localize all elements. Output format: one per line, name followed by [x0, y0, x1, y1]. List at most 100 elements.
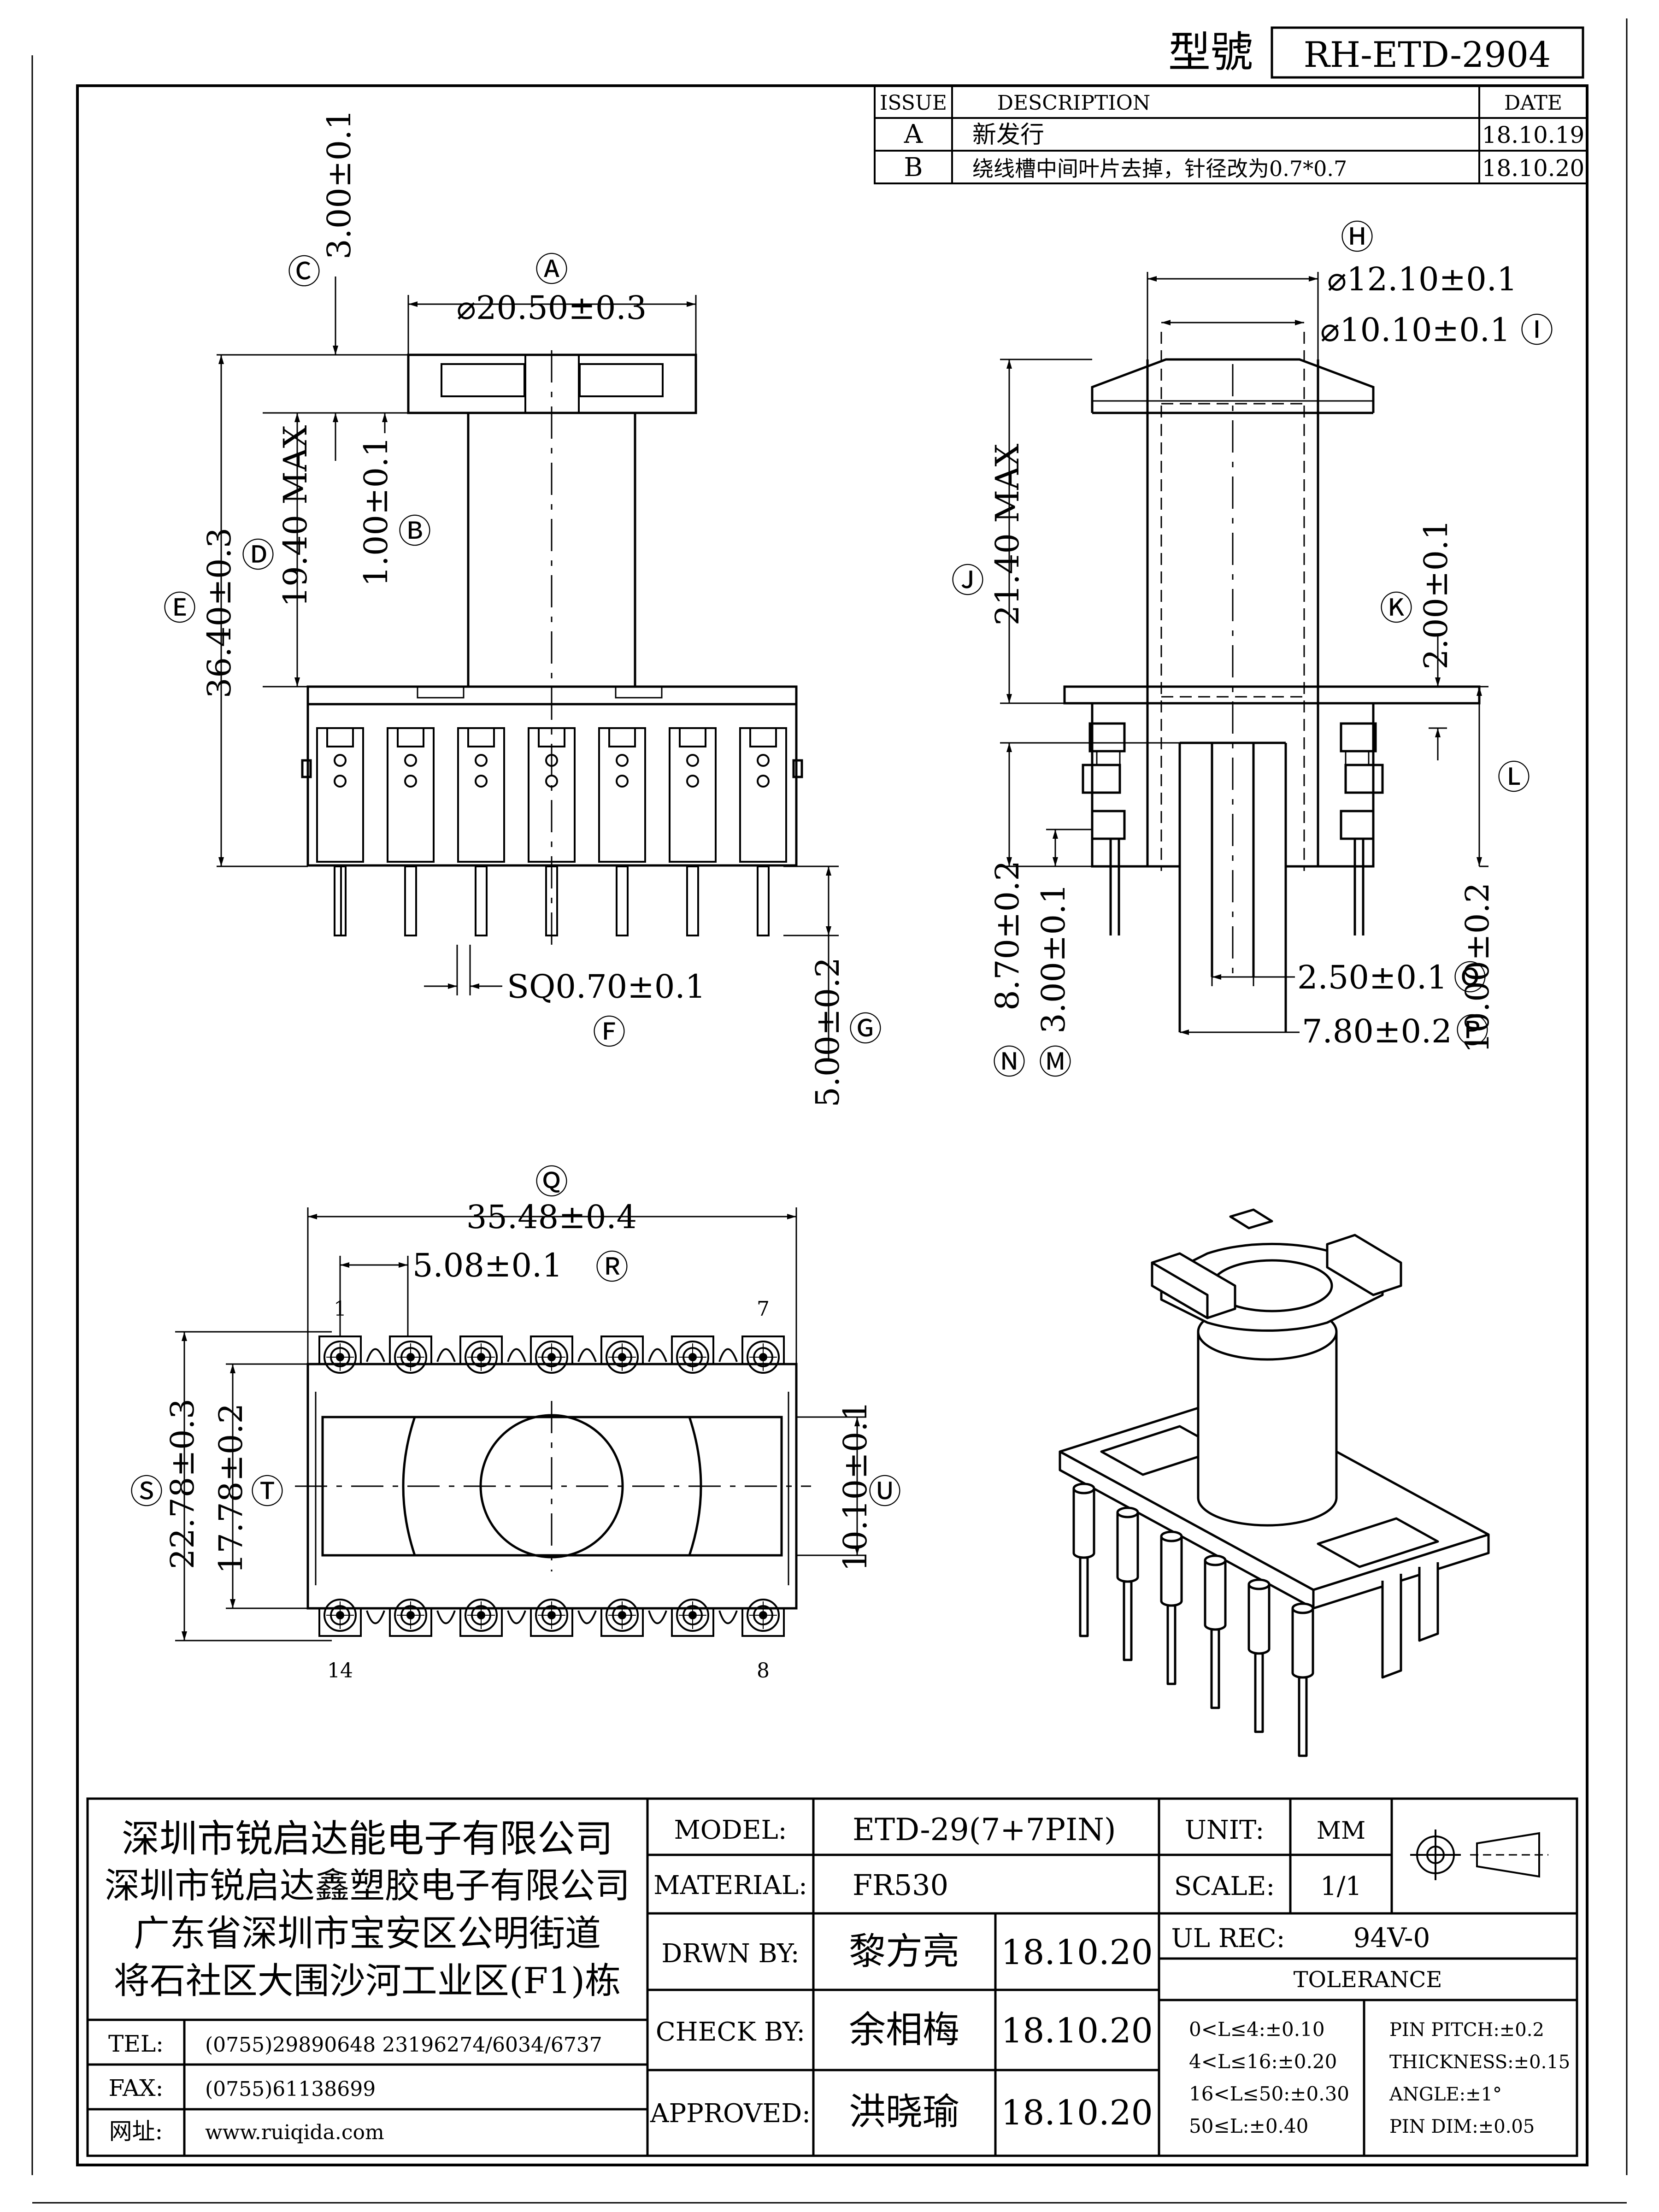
side-dim-h-text: ⌀12.10±0.1 [1327, 260, 1518, 298]
front-dim-f-ref: Ⓕ [593, 1013, 626, 1052]
front-pin-housing [598, 727, 646, 863]
bottom-pin-pad [459, 1608, 503, 1637]
front-pin [404, 865, 417, 936]
tel-value: (0755)29890648 23196274/6034/6737 [205, 2033, 602, 2057]
side-dim-j-text: 21.40 MAX [988, 443, 1026, 625]
model-header: 型號 RH-ETD-2904 [1168, 26, 1584, 79]
scale-label: SCALE: [1174, 1871, 1275, 1901]
side-dim-m-text: 3.00±0.1 [1035, 883, 1072, 1034]
projection-symbol-icon [1410, 1830, 1548, 1880]
tolerance-left-4: 50≤L:±0.40 [1189, 2115, 1308, 2137]
side-dim-i-ref: Ⓘ [1520, 311, 1553, 350]
bottom-dim-t-text: 17.78±0.2 [212, 1403, 250, 1574]
tolerance-right-2: THICKNESS:±0.15 [1389, 2052, 1570, 2073]
side-view-dimensions [1000, 272, 1488, 1035]
fax-value: (0755)61138699 [205, 2077, 376, 2101]
revision-row-b-issue: B [904, 153, 923, 182]
scale-value: 1/1 [1320, 1871, 1362, 1901]
bottom-dim-q-ref: Ⓠ [535, 1163, 568, 1201]
front-pin [686, 865, 699, 936]
approved-label: APPROVED: [650, 2099, 811, 2129]
bottom-pin-pad [600, 1335, 644, 1364]
front-pin-housing [387, 727, 435, 863]
front-dim-g-ref: Ⓖ [849, 1010, 882, 1048]
company-line-1: 深圳市锐启达能电子有限公司 [122, 1817, 613, 1861]
tolerance-left-2: 4<L≤16:±0.20 [1189, 2050, 1337, 2073]
front-dim-b-ref: Ⓑ [398, 512, 431, 551]
bottom-pin-pad [318, 1608, 362, 1637]
tolerance-right-1: PIN PITCH:±0.2 [1389, 2019, 1544, 2041]
side-dim-n-ref: Ⓝ [993, 1043, 1026, 1082]
company-line-4: 将石社区大围沙河工业区(F1)栋 [114, 1960, 621, 2002]
side-dim-o-ref: Ⓞ [1453, 959, 1487, 997]
company-line-2: 深圳市锐启达鑫塑胶电子有限公司 [105, 1865, 630, 1906]
revision-row-a-description: 新发行 [972, 121, 1044, 149]
front-dim-a-text: ⌀20.50±0.3 [457, 289, 647, 327]
bottom-pin-pad [530, 1608, 573, 1637]
tolerance-label: TOLERANCE [1294, 1967, 1442, 1993]
pin-label-8: 8 [757, 1659, 770, 1683]
ul-value: 94V-0 [1353, 1922, 1430, 1953]
revision-table: ISSUE DESCRIPTION DATE A 新发行 18.10.19 B … [874, 85, 1588, 184]
bottom-dim-s-text: 22.78±0.3 [164, 1399, 201, 1569]
fax-label: FAX: [109, 2075, 164, 2101]
front-dim-c-text: 3.00±0.1 [320, 109, 358, 259]
isometric-view [1059, 1208, 1490, 1757]
check-date: 18.10.20 [1001, 2011, 1153, 2051]
sheet-border [31, 18, 1628, 2204]
front-pin-housing [316, 727, 364, 863]
check-name: 余相梅 [849, 2008, 959, 2051]
bottom-pin-pad [530, 1335, 573, 1364]
front-pin [475, 865, 488, 936]
bottom-dim-t-ref: Ⓣ [251, 1472, 284, 1511]
front-pin [545, 865, 558, 936]
tolerance-left-1: 0<L≤4:±0.10 [1189, 2018, 1325, 2041]
web-value: www.ruiqida.com [205, 2121, 384, 2144]
ul-label: UL REC: [1171, 1924, 1285, 1953]
bottom-view-dimensions [175, 1207, 866, 1641]
company-line-3: 广东省深圳市宝安区公明街道 [134, 1913, 601, 1954]
revision-row-a-issue: A [904, 119, 923, 149]
side-dim-h-ref: Ⓗ [1341, 218, 1374, 257]
bottom-pin-pad [671, 1608, 714, 1637]
front-view-pins [316, 727, 787, 936]
material-value: FR530 [853, 1868, 948, 1902]
revision-header-issue: ISSUE [880, 91, 947, 115]
check-label: CHECK BY: [656, 2017, 805, 2047]
bottom-dim-u-text: 10.10±0.1 [836, 1401, 874, 1571]
front-view-labels: Ⓐ ⌀20.50±0.3 Ⓒ 3.00±0.1 1.00±0.1 Ⓑ 19.40… [163, 109, 882, 1107]
bottom-dim-r-text: 5.08±0.1 [412, 1247, 563, 1284]
model-header-label: 型號 [1168, 28, 1253, 77]
front-dim-a-ref: Ⓐ [535, 250, 568, 289]
model-header-value: RH-ETD-2904 [1304, 34, 1551, 75]
revision-header-description: DESCRIPTION [997, 91, 1151, 115]
revision-header-date: DATE [1504, 91, 1562, 115]
drawn-label: DRWN BY: [661, 1939, 799, 1969]
front-pin-housing [739, 727, 787, 863]
material-label: MATERIAL: [653, 1871, 807, 1900]
bottom-pin-pad [459, 1335, 503, 1364]
revision-row-a-date: 18.10.19 [1482, 122, 1585, 148]
side-dim-l-ref: Ⓛ [1497, 758, 1530, 797]
bottom-pin-pad [600, 1608, 644, 1637]
approved-name: 洪晓瑜 [849, 2090, 959, 2133]
bottom-view-pins [318, 1335, 785, 1637]
front-dim-d-ref: Ⓓ [241, 536, 275, 575]
bottom-dim-s-ref: Ⓢ [130, 1472, 163, 1511]
tolerance-right-3: ANGLE:±1° [1389, 2084, 1502, 2105]
model-label: MODEL: [674, 1815, 787, 1845]
bottom-dim-q-text: 35.48±0.4 [466, 1198, 637, 1236]
front-dim-g-text: 5.00±0.2 [809, 957, 847, 1107]
side-dim-o-text: 2.50±0.1 [1297, 959, 1447, 996]
side-dim-l-text: 10.00±0.2 [1459, 882, 1496, 1053]
front-pin-housing [457, 727, 505, 863]
bottom-pin-pad [741, 1335, 785, 1364]
side-view-labels: Ⓗ ⌀12.10±0.1 ⌀10.10±0.1 Ⓘ 21.40 MAX Ⓙ Ⓚ … [951, 218, 1553, 1082]
side-dim-k-ref: Ⓚ [1380, 589, 1413, 628]
revision-row-b-date: 18.10.20 [1482, 155, 1585, 182]
tolerance-left-3: 16<L≤50:±0.30 [1189, 2083, 1349, 2105]
side-dim-j-ref: Ⓙ [951, 561, 984, 600]
front-view-drawing [301, 350, 803, 945]
front-dim-e-text: 36.40±0.3 [200, 528, 238, 698]
